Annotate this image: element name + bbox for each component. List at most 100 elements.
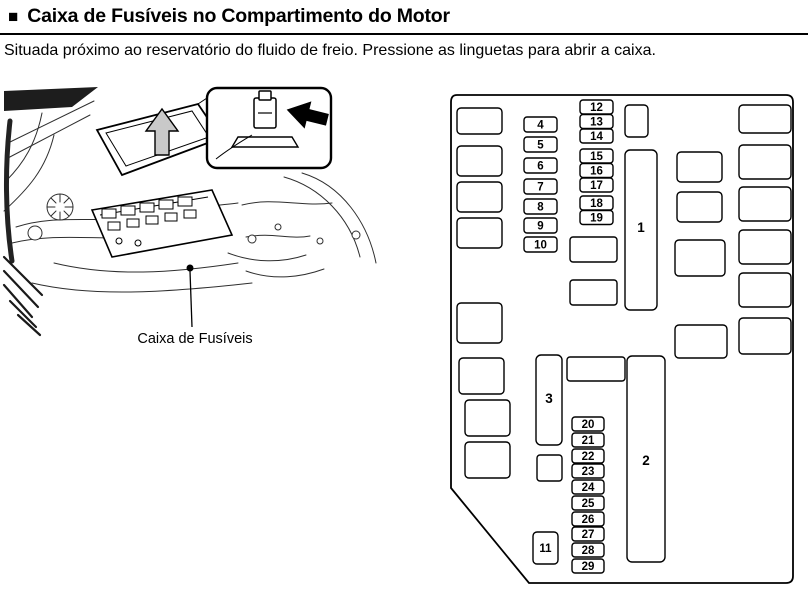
engine-clutter xyxy=(2,87,377,337)
callout-line xyxy=(189,270,193,328)
relay-slot xyxy=(458,357,505,395)
relay-slot xyxy=(738,186,792,222)
fuse-number: 26 xyxy=(582,514,595,526)
fuse-number: 6 xyxy=(537,161,543,173)
section-bullet-icon: ■ xyxy=(8,7,19,26)
relay-slot xyxy=(738,229,792,265)
lift-arrow-icon xyxy=(144,107,180,156)
relay-detail xyxy=(183,209,197,219)
fuse-14: 14 xyxy=(579,128,614,144)
relay-slot xyxy=(569,236,618,263)
fuse-13: 13 xyxy=(579,113,614,130)
relay-slot xyxy=(456,181,503,213)
relay-slot xyxy=(676,191,723,223)
intro-text: Situada próximo ao reservatório do fluid… xyxy=(4,42,656,59)
fuse-10: 10 xyxy=(523,236,558,253)
relay-slot xyxy=(464,399,511,437)
fuse-number: 15 xyxy=(590,151,603,163)
relay-detail xyxy=(158,199,174,210)
relay-detail xyxy=(145,215,159,225)
relay-slot xyxy=(456,145,503,177)
relay-slot xyxy=(738,104,792,134)
fuse-number: 14 xyxy=(590,131,603,143)
fuse-number: 4 xyxy=(537,120,544,132)
engine-compartment-illustration: Caixa de Fusíveis xyxy=(2,86,377,347)
press-arrow-icon xyxy=(286,101,329,129)
fuse-23: 23 xyxy=(571,463,605,479)
fuse-number: 25 xyxy=(582,498,595,510)
fuse-5: 5 xyxy=(523,136,558,153)
fuse-7: 7 xyxy=(523,178,558,195)
fuse-block-11: 11 xyxy=(532,531,559,565)
relay-detail xyxy=(139,202,155,213)
block-number: 3 xyxy=(545,391,553,406)
relay-slot xyxy=(456,217,503,249)
fuse-17: 17 xyxy=(579,177,614,193)
header-divider xyxy=(0,33,808,35)
latch-tab xyxy=(215,90,300,160)
relay-detail xyxy=(126,218,140,228)
fuse-number: 28 xyxy=(582,545,595,557)
fuse-number: 13 xyxy=(590,117,603,129)
fuse-18: 18 xyxy=(579,195,614,211)
fuse-number: 17 xyxy=(590,180,603,192)
relay-slot xyxy=(456,302,503,344)
fuse-19: 19 xyxy=(579,209,614,226)
fuse-number: 18 xyxy=(590,198,603,210)
fuse-28: 28 xyxy=(571,542,605,558)
fuse-16: 16 xyxy=(579,162,614,179)
section-header: ■ Caixa de Fusíveis no Compartimento do … xyxy=(8,5,450,28)
inset-detail xyxy=(197,86,333,170)
fuse-6: 6 xyxy=(523,157,558,174)
fuse-29: 29 xyxy=(571,558,605,574)
relay-slot xyxy=(536,454,563,482)
fuse-number: 22 xyxy=(582,451,595,463)
fuse-number: 12 xyxy=(590,102,603,114)
fuse-block-1: 1 xyxy=(624,149,658,311)
fuse-27: 27 xyxy=(571,526,605,542)
relay-slot xyxy=(738,272,792,308)
page-title: Caixa de Fusíveis no Compartimento do Mo… xyxy=(27,5,450,27)
fuse-number: 20 xyxy=(582,419,595,431)
relay-slot xyxy=(676,151,723,183)
fuse-number: 5 xyxy=(537,140,544,152)
relay-slot xyxy=(624,104,649,138)
fuse-number: 9 xyxy=(537,221,543,233)
relay-slot xyxy=(464,441,511,479)
fuse-block-2: 2 xyxy=(626,355,666,563)
relay-detail xyxy=(107,221,121,231)
block-number: 1 xyxy=(637,220,645,235)
relay-detail xyxy=(120,205,136,216)
relay-slot xyxy=(738,144,792,180)
relay-detail xyxy=(177,196,193,207)
fusebox-diagram: 4 5 6 7 8 9 10 12 13 14 15 16 17 18 19 2… xyxy=(450,94,794,584)
relay-slot xyxy=(569,279,618,306)
fuse-number: 19 xyxy=(590,213,603,225)
illustration-caption: Caixa de Fusíveis xyxy=(137,331,252,347)
fuse-20: 20 xyxy=(571,416,605,432)
relay-slot xyxy=(566,356,626,382)
fuse-number: 8 xyxy=(537,202,544,214)
fuse-number: 24 xyxy=(582,482,595,494)
fuse-number: 10 xyxy=(534,240,547,252)
fuse-number: 21 xyxy=(582,435,595,447)
fuse-number: 7 xyxy=(537,182,543,194)
fuse-number: 29 xyxy=(582,561,595,573)
fuse-9: 9 xyxy=(523,217,558,234)
relay-blocks xyxy=(456,104,792,482)
fuse-26: 26 xyxy=(571,511,605,527)
fuse-4: 4 xyxy=(523,116,558,133)
fusebox-body xyxy=(90,189,234,258)
callout-dot xyxy=(186,264,194,272)
fuse-8: 8 xyxy=(523,198,558,215)
relay-slot xyxy=(674,324,728,359)
fuse-12: 12 xyxy=(579,99,614,115)
relay-detail xyxy=(164,212,178,222)
fuse-24: 24 xyxy=(571,479,605,495)
fuse-number: 16 xyxy=(590,166,603,178)
relay-slot xyxy=(456,107,503,135)
fuse-15: 15 xyxy=(579,148,614,164)
relay-slot xyxy=(674,239,726,277)
fuse-number: 27 xyxy=(582,529,595,541)
